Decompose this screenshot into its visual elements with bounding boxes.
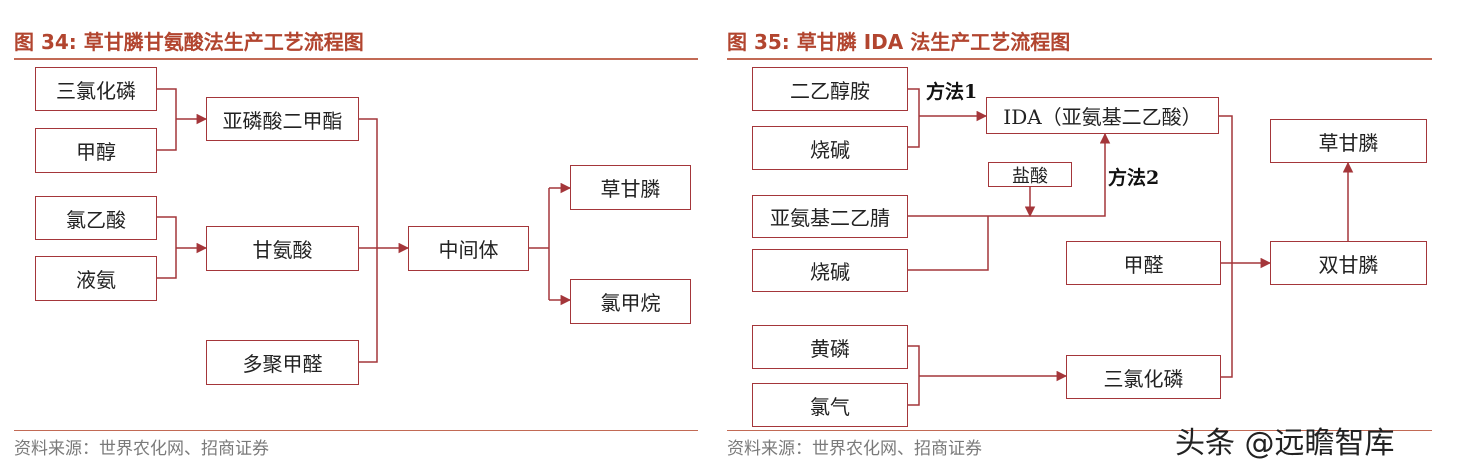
label-method-1: 方法1 [926,81,978,103]
node-intermediate: 中间体 [408,226,529,271]
node-iminodiacetonitrile: 亚氨基二乙腈 [752,195,908,238]
node-paraformaldehyde: 多聚甲醛 [206,340,359,385]
node-glyphosate-left: 草甘膦 [570,165,691,210]
node-ida: IDA（亚氨基二乙酸） [986,97,1219,134]
right-source-note: 资料来源：世界农化网、招商证券 [727,439,982,459]
node-hydrochloric-acid: 盐酸 [988,162,1072,187]
watermark: 头条 @远瞻智库 [1175,426,1395,461]
node-pcl3-right: 三氯化磷 [1066,355,1221,399]
left-bottom-rule [14,430,698,431]
connector-pcl3-methanol [157,88,177,151]
node-glyphosate-right: 草甘膦 [1270,119,1427,163]
node-formaldehyde: 甲醛 [1066,241,1221,285]
node-chloromethane: 氯甲烷 [570,279,691,324]
label-method-2: 方法2 [1108,167,1160,189]
connector-p-cl2 [908,345,920,406]
node-caustic-soda-2: 烧碱 [752,249,908,292]
connector-chloroacetic-ammonia [157,216,177,279]
node-pmida: 双甘膦 [1270,241,1427,285]
node-caustic-soda-1: 烧碱 [752,126,908,170]
node-diethanolamine: 二乙醇胺 [752,67,908,111]
node-liquid-ammonia: 液氨 [35,256,157,301]
left-figure-title: 图 34: 草甘膦甘氨酸法生产工艺流程图 [14,30,364,54]
connector-dea-naoh [908,88,920,148]
left-source-note: 资料来源：世界农化网、招商证券 [14,439,269,459]
node-chloroacetic-acid: 氯乙酸 [35,196,157,240]
right-bottom-rule [727,430,1432,431]
arrow-method2-to-ida [908,132,1111,217]
node-dimethyl-phosphite: 亚磷酸二甲酯 [206,97,359,141]
connector-ida-pcl3 [1219,115,1233,378]
node-chlorine: 氯气 [752,383,908,427]
connector-dmp-paraformaldehyde [359,118,378,363]
right-title-rule [727,58,1432,60]
node-glycine: 甘氨酸 [206,226,359,271]
node-pcl3: 三氯化磷 [35,67,157,111]
node-yellow-phosphorus: 黄磷 [752,325,908,369]
connector-naoh2 [908,216,989,271]
node-methanol: 甲醇 [35,128,157,173]
right-figure-title: 图 35: 草甘膦 IDA 法生产工艺流程图 [727,30,1071,54]
left-title-rule [14,58,698,60]
